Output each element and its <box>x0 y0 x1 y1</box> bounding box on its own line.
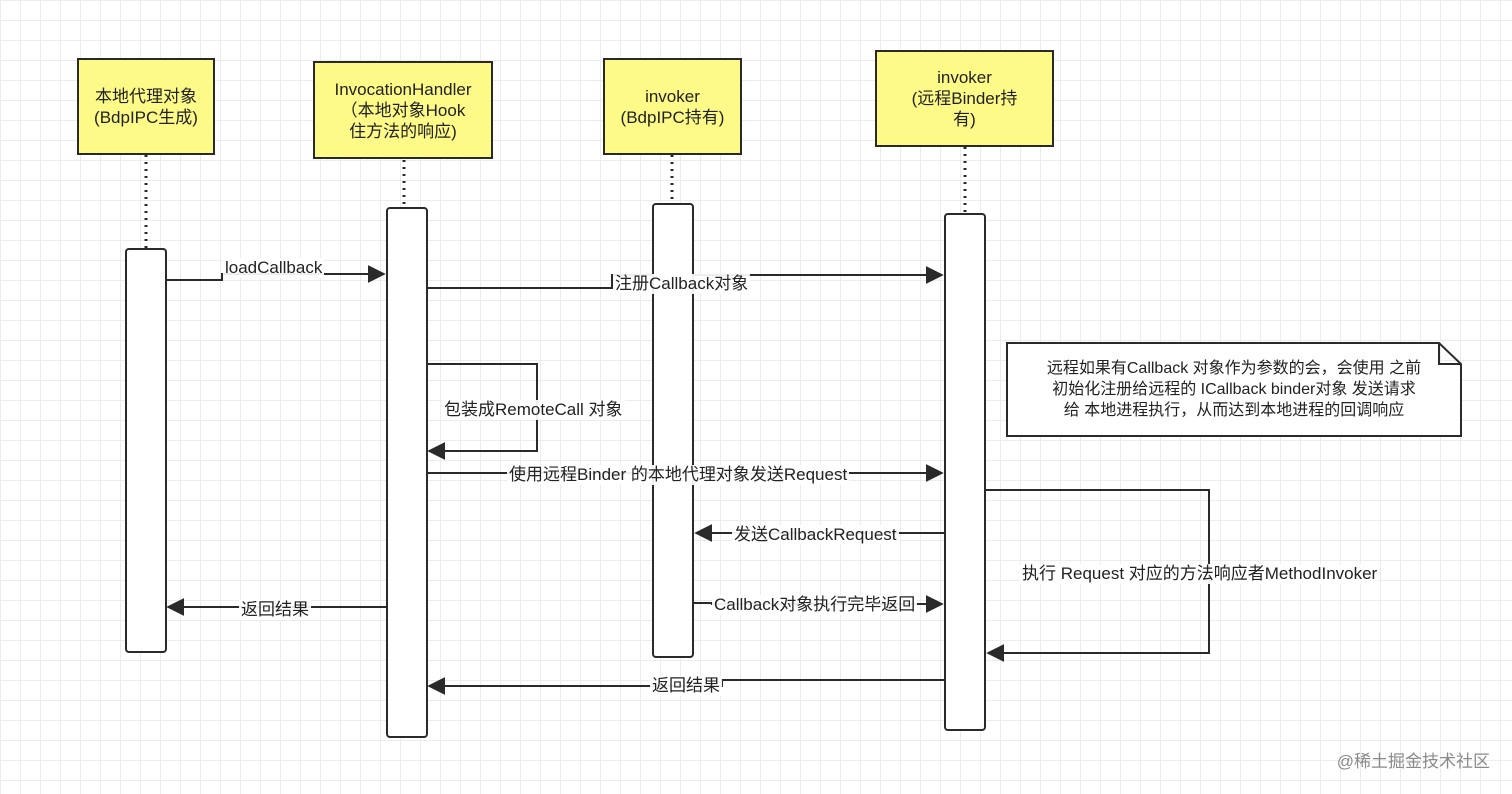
note-shape <box>1006 342 1462 437</box>
header-invoker-local: invoker (BdpIPC持有) <box>603 58 742 155</box>
label-load-callback: loadCallback <box>223 258 325 278</box>
label-return-result-1: 返回结果 <box>239 600 311 620</box>
label-execute-request: 执行 Request 对应的方法响应者MethodInvoker <box>1020 564 1380 584</box>
label-register-callback: 注册Callback对象 <box>613 274 751 294</box>
label-callback-return: Callback对象执行完毕返回 <box>712 595 918 615</box>
activation-handler <box>386 207 428 738</box>
label-send-callback-request: 发送CallbackRequest <box>732 525 899 545</box>
label-send-request: 使用远程Binder 的本地代理对象发送Request <box>507 465 850 485</box>
activation-invoker-local <box>652 203 694 658</box>
header-proxy: 本地代理对象 (BdpIPC生成) <box>77 58 215 155</box>
activation-proxy <box>125 248 167 653</box>
note-text: 远程如果有Callback 对象作为参数的会，会使用 之前 初始化注册给远程的 … <box>1046 360 1422 419</box>
watermark: @稀土掘金技术社区 <box>1336 752 1490 771</box>
label-return-result-2: 返回结果 <box>650 676 722 696</box>
arrow-return-result-2 <box>427 677 944 695</box>
activation-invoker-remote <box>944 213 986 731</box>
arrow-register-callback <box>427 266 944 289</box>
header-invoker-remote: invoker (远程Binder持 有) <box>875 50 1054 147</box>
label-wrap-remote-call: 包装成RemoteCall 对象 <box>442 400 625 420</box>
header-handler: InvocationHandler （本地对象Hook 住方法的响应) <box>313 61 493 159</box>
